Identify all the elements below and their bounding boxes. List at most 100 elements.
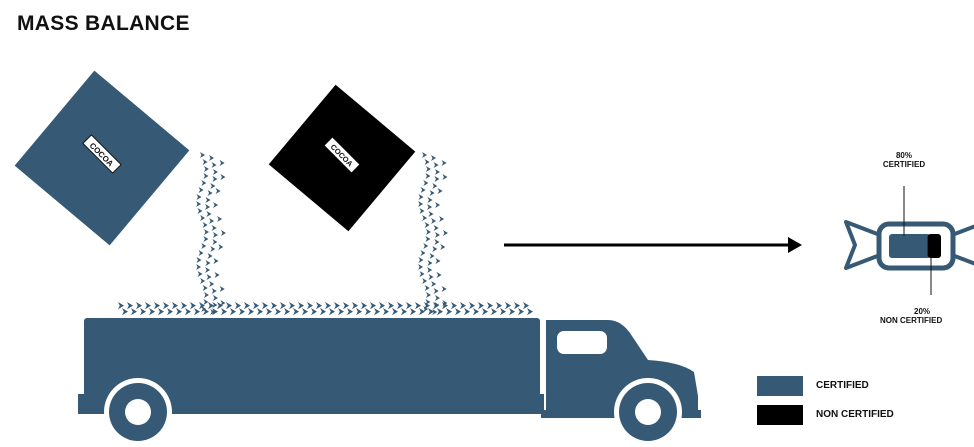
cocoa-bean [434,288,439,294]
cocoa-bean [280,302,286,309]
cocoa-bean [361,302,367,309]
cocoa-bean [213,258,218,264]
cocoa-bean [426,229,431,235]
cocoa-bean [218,244,223,250]
cocoa-bean [206,197,211,203]
cocoa-bean [209,218,214,224]
cocoa-bean [212,302,217,308]
cocoa-bean [145,302,151,309]
cocoa-bean [203,285,208,291]
cocoa-bean [431,155,436,161]
cocoa-bean [210,246,215,252]
cocoa-bean [118,302,124,309]
cocoa-bean [201,180,206,186]
cocoa-bean [427,260,432,266]
cocoa-bean [425,173,430,179]
cocoa-bean [422,215,427,221]
cocoa-bean [209,155,214,161]
cocoa-bean [212,239,217,245]
cocoa-bean [370,302,376,309]
non-certified-percent-caption: NON CERTIFIED [880,316,972,325]
cocoa-bean [325,302,331,309]
cocoa-bean [523,302,529,309]
cocoa-bean [434,239,439,245]
cocoa-bean [198,271,203,277]
cocoa-bean [418,257,423,263]
cocoa-bean [397,302,403,309]
cocoa-bean [422,152,427,158]
cocoa-bean [425,222,430,228]
cocoa-bean [289,302,295,309]
cocoa-bean [426,166,431,172]
cocoa-bean [217,216,222,222]
cocoa-bean [226,302,232,309]
cocoa-bean [352,302,358,309]
cocoa-bean [425,236,430,242]
cocoa-bean [434,176,439,182]
cocoa-bean [478,302,484,309]
cocoa-bean [213,169,218,175]
certified-percent-label: 80% CERTIFIED [874,151,934,169]
cocoa-bean [442,174,447,180]
cocoa-bean [212,162,217,168]
cocoa-bean [154,302,160,309]
cocoa-bean [181,302,187,309]
cocoa-bean [388,302,394,309]
cocoa-bean [204,166,209,172]
cocoa-bean [343,302,349,309]
cocoa-bean [213,232,218,238]
truck-window [557,331,607,354]
cocoa-bean [197,194,202,200]
cocoa-bean [418,201,423,207]
legend-swatch-non-certified [757,405,803,425]
cocoa-bean [439,216,444,222]
cocoa-bean [199,187,204,193]
cocoa-bean [437,272,442,278]
cocoa-bean [427,204,432,210]
cocoa-bean [215,272,220,278]
cocoa-bean [496,302,502,309]
cocoa-bean [203,236,208,242]
cocoa-bean [442,160,447,166]
mass-balance-bar [846,186,974,295]
cocoa-bean [204,229,209,235]
cocoa-bean [203,173,208,179]
cocoa-bean [440,244,445,250]
cocoa-bean [435,295,440,301]
cocoa-bean [244,302,250,309]
cocoa-bean [430,253,435,259]
non-certified-portion [928,234,941,258]
cocoa-bean [220,174,225,180]
cocoa-bean [196,264,201,270]
cocoa-bean [220,160,225,166]
cocoa-bean [432,246,437,252]
cocoa-bean [421,250,426,256]
cocoa-bean [298,302,304,309]
cocoa-bean [429,274,434,280]
non-certified-percent: 20% [880,307,972,316]
certified-portion [889,234,931,258]
cocoa-bean [419,194,424,200]
cocoa-bean [505,302,511,309]
cocoa-bean [415,302,421,309]
cocoa-bean [435,258,440,264]
cocoa-bean [210,183,215,189]
cocoa-bean [469,302,475,309]
cocoa-bean [451,302,457,309]
cocoa-bean [527,308,533,315]
cocoa-bean [431,281,436,287]
certified-percent: 80% [874,151,934,160]
cocoa-bean [163,302,169,309]
cocoa-bean [200,215,205,221]
cocoa-bean [514,302,520,309]
cocoa-bean [435,232,440,238]
cocoa-bean [196,201,201,207]
cocoa-bean [201,243,206,249]
cocoa-bean [427,267,432,273]
cocoa-bean [487,302,493,309]
cocoa-bean [203,299,208,305]
cocoa-bean [428,197,433,203]
bean-pile [118,302,533,315]
certified-percent-caption: CERTIFIED [874,160,934,169]
cocoa-bean [432,183,437,189]
